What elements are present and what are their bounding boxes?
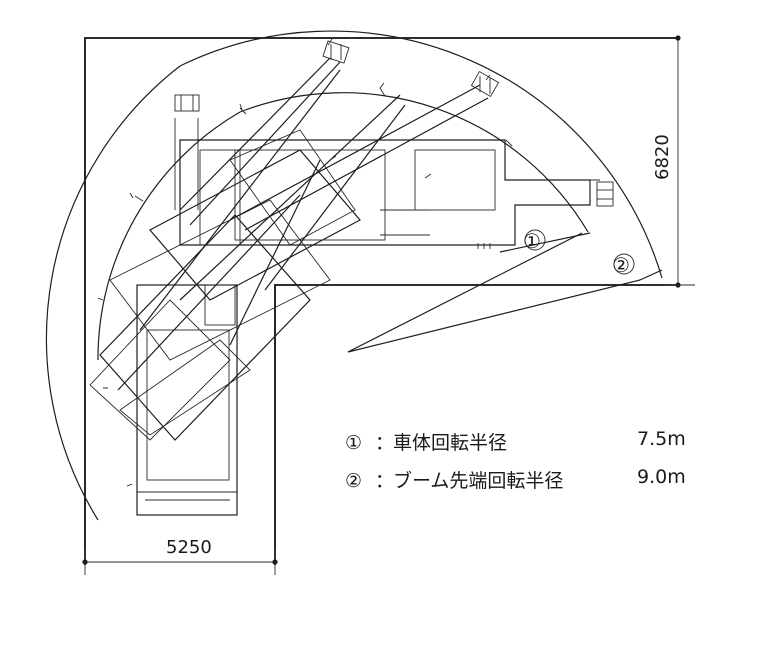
radius-markers: ① ② bbox=[523, 229, 635, 277]
legend-row-body-radius: ① ：車体回転半径 7.5m bbox=[345, 428, 686, 454]
legend-row-boom-radius: ② ：ブーム先端回転半径 9.0m bbox=[345, 466, 686, 492]
legend-number: ② bbox=[345, 470, 363, 492]
legend-number: ① bbox=[345, 432, 363, 454]
width-dimension-label: 5250 bbox=[166, 537, 212, 558]
boom-lines bbox=[117, 57, 600, 391]
radius1-marker: ① bbox=[523, 229, 541, 253]
radius-pointers bbox=[347, 232, 663, 353]
vehicle-initial-position bbox=[179, 139, 591, 246]
height-dimension: 6820 bbox=[652, 35, 695, 288]
legend-separator: ： bbox=[375, 432, 395, 454]
wall-outline bbox=[84, 37, 680, 565]
legend-label: ブーム先端回転半径 bbox=[393, 470, 564, 492]
legend-value: 7.5m bbox=[637, 428, 686, 450]
hook-blocks bbox=[174, 40, 614, 207]
height-dimension-label: 6820 bbox=[652, 134, 673, 180]
vehicle-final-position bbox=[136, 284, 238, 516]
legend-separator: ： bbox=[375, 470, 395, 492]
width-dimension: 5250 bbox=[82, 537, 278, 575]
legend-label: 車体回転半径 bbox=[393, 432, 508, 454]
radius2-marker: ② bbox=[612, 253, 630, 277]
outrigger-marks bbox=[134, 87, 513, 249]
legend-value: 9.0m bbox=[637, 466, 686, 488]
